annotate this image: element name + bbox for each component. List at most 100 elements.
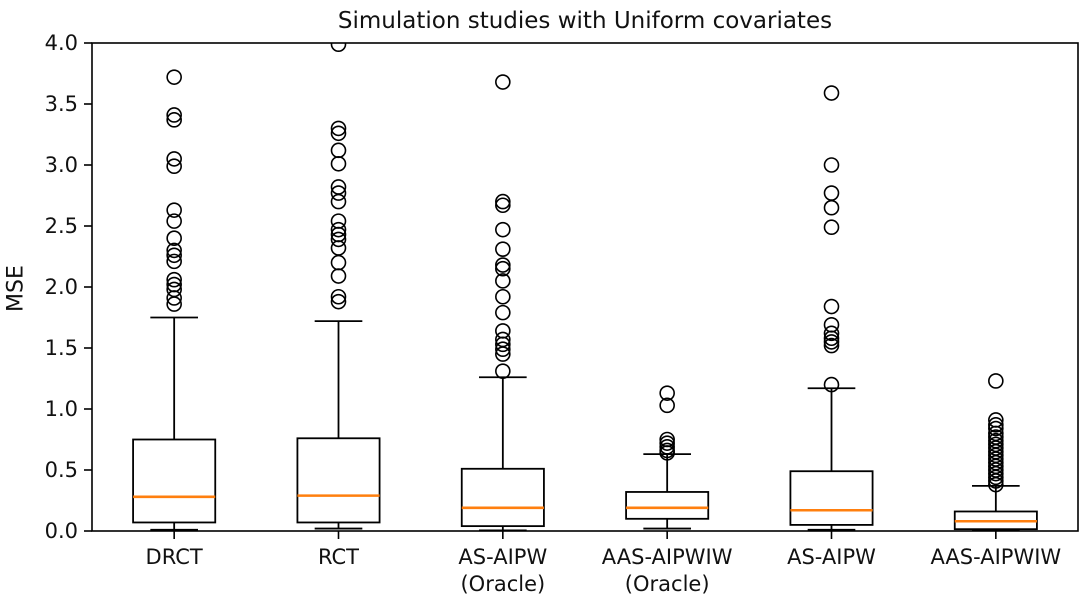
outlier-point	[659, 439, 675, 455]
outlier-point	[659, 385, 675, 401]
outlier-point	[495, 260, 511, 277]
iqr-box	[296, 437, 381, 524]
outlier-point	[495, 323, 511, 339]
iqr-box	[460, 467, 545, 528]
outlier-point	[166, 158, 182, 175]
chart-title: Simulation studies with Uniform covariat…	[337, 8, 833, 34]
outlier-point	[495, 336, 511, 353]
y-tick-label: 0.0	[45, 519, 78, 543]
outlier-point	[330, 268, 347, 284]
outlier-point	[495, 74, 511, 90]
y-tick-label: 3.5	[45, 92, 78, 116]
box-rct	[296, 43, 381, 530]
outlier-point	[166, 242, 182, 259]
outlier-point	[495, 304, 511, 321]
outlier-point	[988, 420, 1004, 437]
outlier-point	[659, 435, 675, 451]
outlier-point	[330, 254, 347, 271]
outlier-point	[330, 43, 347, 53]
outlier-point	[330, 155, 347, 172]
outlier-point	[330, 213, 347, 229]
outlier-point	[495, 363, 511, 379]
outlier-point	[330, 179, 347, 195]
outlier-point	[330, 288, 347, 305]
outlier-point	[330, 240, 347, 256]
outlier-point	[166, 290, 182, 306]
outlier-point	[659, 397, 675, 414]
outlier-point	[823, 199, 840, 216]
outlier-point	[330, 142, 347, 159]
outlier-point	[659, 445, 675, 461]
outlier-point	[330, 193, 347, 210]
outlier-point	[823, 85, 840, 101]
outlier-point	[330, 120, 347, 137]
outlier-point	[988, 373, 1004, 389]
outlier-point	[330, 293, 347, 310]
box-drct	[132, 69, 217, 531]
outlier-point	[166, 151, 182, 167]
iqr-box	[132, 438, 217, 524]
outlier-point	[166, 213, 182, 229]
iqr-box	[789, 470, 874, 526]
y-tick-label: 1.0	[45, 397, 78, 421]
y-tick-label: 1.5	[45, 336, 78, 360]
y-tick-label: 0.5	[45, 458, 78, 482]
outlier-point	[166, 247, 182, 264]
outlier-point	[166, 112, 182, 128]
y-tick-label: 2.5	[45, 214, 78, 238]
outlier-point	[495, 193, 511, 210]
outlier-point	[495, 341, 511, 358]
outlier-point	[823, 317, 840, 333]
box-as-aipw	[789, 85, 874, 531]
box-aas-aipwiw	[953, 373, 1038, 531]
outlier-point	[823, 376, 840, 393]
box-as-aipw-oracle-	[460, 74, 545, 531]
outlier-point	[823, 330, 840, 347]
outlier-point	[823, 298, 840, 315]
outlier-point	[988, 476, 1004, 493]
outlier-point	[823, 325, 840, 342]
outlier-point	[166, 107, 182, 123]
x-tick-label: AS-AIPW	[787, 545, 876, 569]
outlier-point	[988, 417, 1004, 433]
outlier-point	[988, 469, 1004, 486]
outlier-point	[166, 202, 182, 218]
x-tick-label: AS-AIPW	[458, 545, 547, 569]
x-tick-label: RCT	[318, 545, 359, 569]
outlier-point	[166, 230, 182, 246]
outlier-point	[495, 273, 511, 289]
outlier-point	[988, 465, 1004, 482]
outlier-point	[166, 296, 182, 312]
outlier-point	[166, 271, 182, 288]
outlier-point	[495, 288, 511, 305]
outlier-point	[166, 253, 182, 270]
outlier-point	[330, 185, 347, 201]
outlier-point	[495, 241, 511, 257]
x-tick-label: (Oracle)	[625, 572, 710, 596]
outlier-point	[823, 334, 840, 350]
outlier-point	[495, 257, 511, 273]
x-tick-label: DRCT	[146, 545, 203, 569]
outlier-point	[495, 197, 511, 214]
outlier-point	[823, 185, 840, 201]
box-aas-aipwiw-oracle-	[625, 385, 710, 530]
outlier-point	[495, 346, 511, 362]
x-tick-label: AAS-AIPWIW	[930, 545, 1061, 569]
outlier-point	[988, 473, 1004, 489]
y-tick-label: 4.0	[45, 31, 78, 55]
axes-frame	[91, 42, 1079, 532]
y-tick-label: 2.0	[45, 275, 78, 299]
y-tick-label: 3.0	[45, 153, 78, 177]
x-tick-label: (Oracle)	[460, 572, 545, 596]
outlier-point	[495, 221, 511, 238]
outlier-point	[823, 337, 840, 354]
outlier-point	[166, 69, 182, 85]
outlier-point	[823, 157, 840, 173]
outlier-point	[330, 231, 347, 248]
outlier-point	[330, 125, 347, 142]
outlier-point	[330, 221, 347, 238]
outlier-point	[823, 219, 840, 236]
iqr-box	[625, 491, 710, 520]
